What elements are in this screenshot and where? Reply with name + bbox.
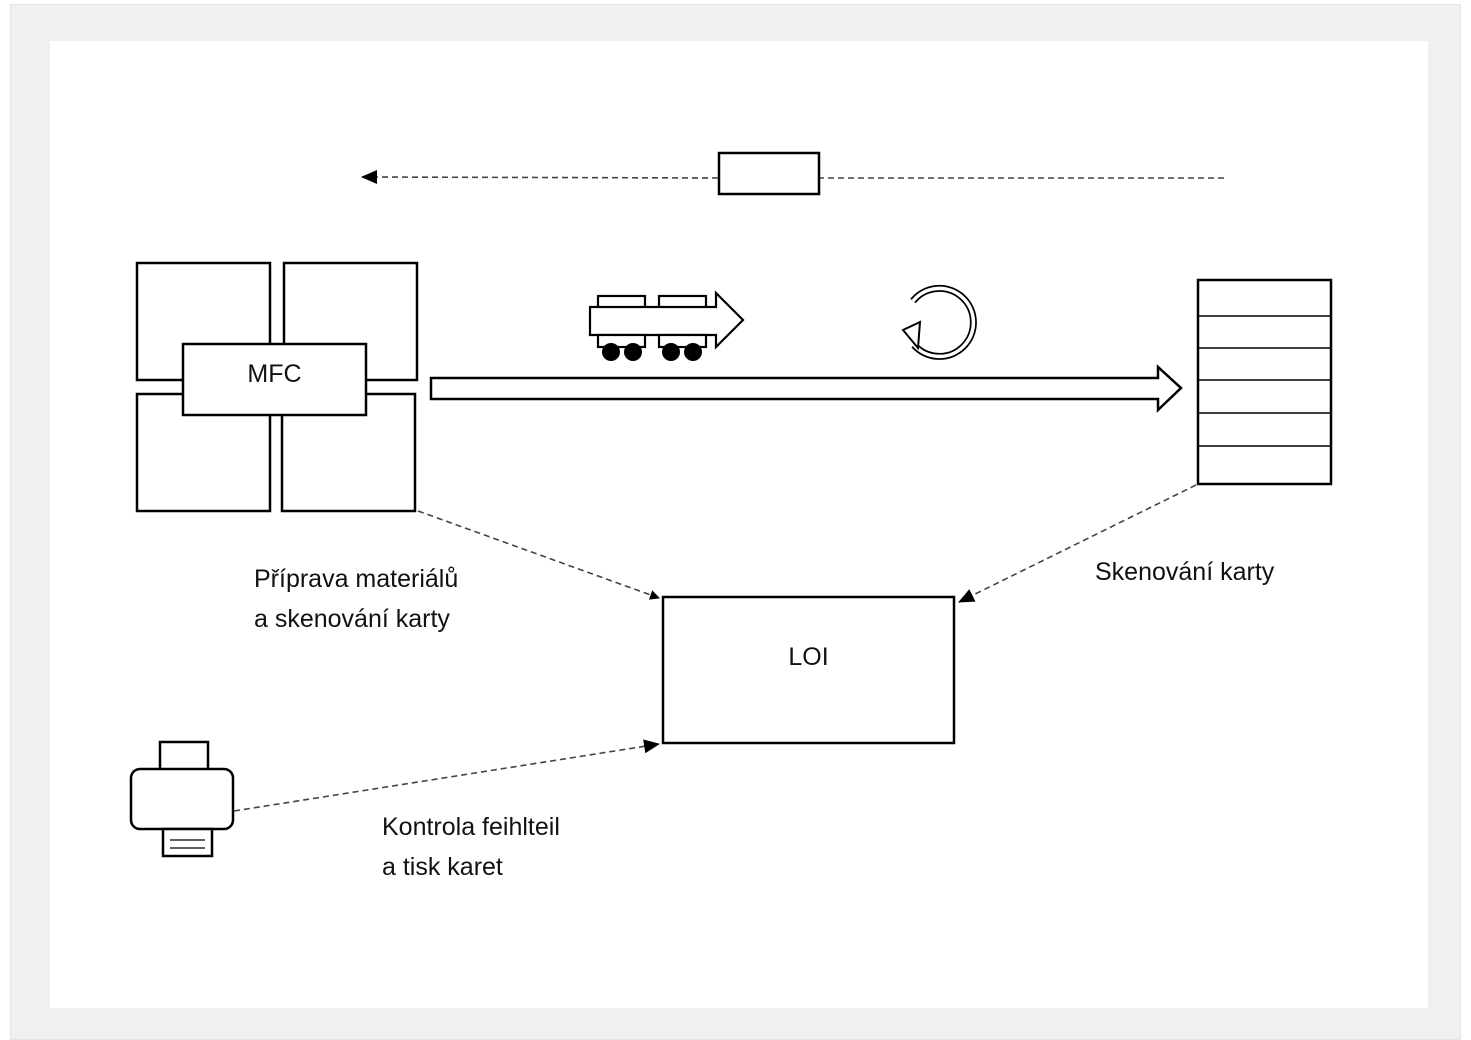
loi-box — [661, 595, 956, 745]
card-scan-label: Skenování karty — [1095, 558, 1275, 586]
return-flow — [361, 151, 1224, 196]
fault-check-label: Kontrola feihlteil a tisk karet — [382, 807, 560, 887]
fault-check-line-1: Kontrola feihlteil — [382, 813, 560, 841]
shelf-rack-icon — [1196, 278, 1333, 486]
printer-icon — [129, 740, 235, 858]
material-prep-line-1: Příprava materiálů — [254, 565, 459, 593]
diagram-canvas — [50, 41, 1428, 1008]
kanban-card-box — [717, 151, 821, 196]
cycle-arrow-icon — [901, 284, 977, 360]
material-prep-line-2: a skenování karty — [254, 605, 450, 633]
mfc-label: MFC — [247, 360, 302, 388]
mfc-cluster — [135, 261, 419, 513]
material-prep-label: Příprava materiálů a skenování karty — [254, 559, 458, 639]
main-flow-arrow — [429, 364, 1183, 413]
fault-check-line-2: a tisk karet — [382, 853, 503, 881]
train-icon — [588, 290, 745, 361]
connector-shelf-loi — [958, 484, 1197, 603]
mfc-box — [181, 342, 368, 417]
connector-mfc-loi — [417, 510, 660, 600]
loi-label: LOI — [788, 643, 829, 671]
return-flow-line-left — [361, 170, 719, 185]
connector-printer-loi — [233, 739, 660, 812]
